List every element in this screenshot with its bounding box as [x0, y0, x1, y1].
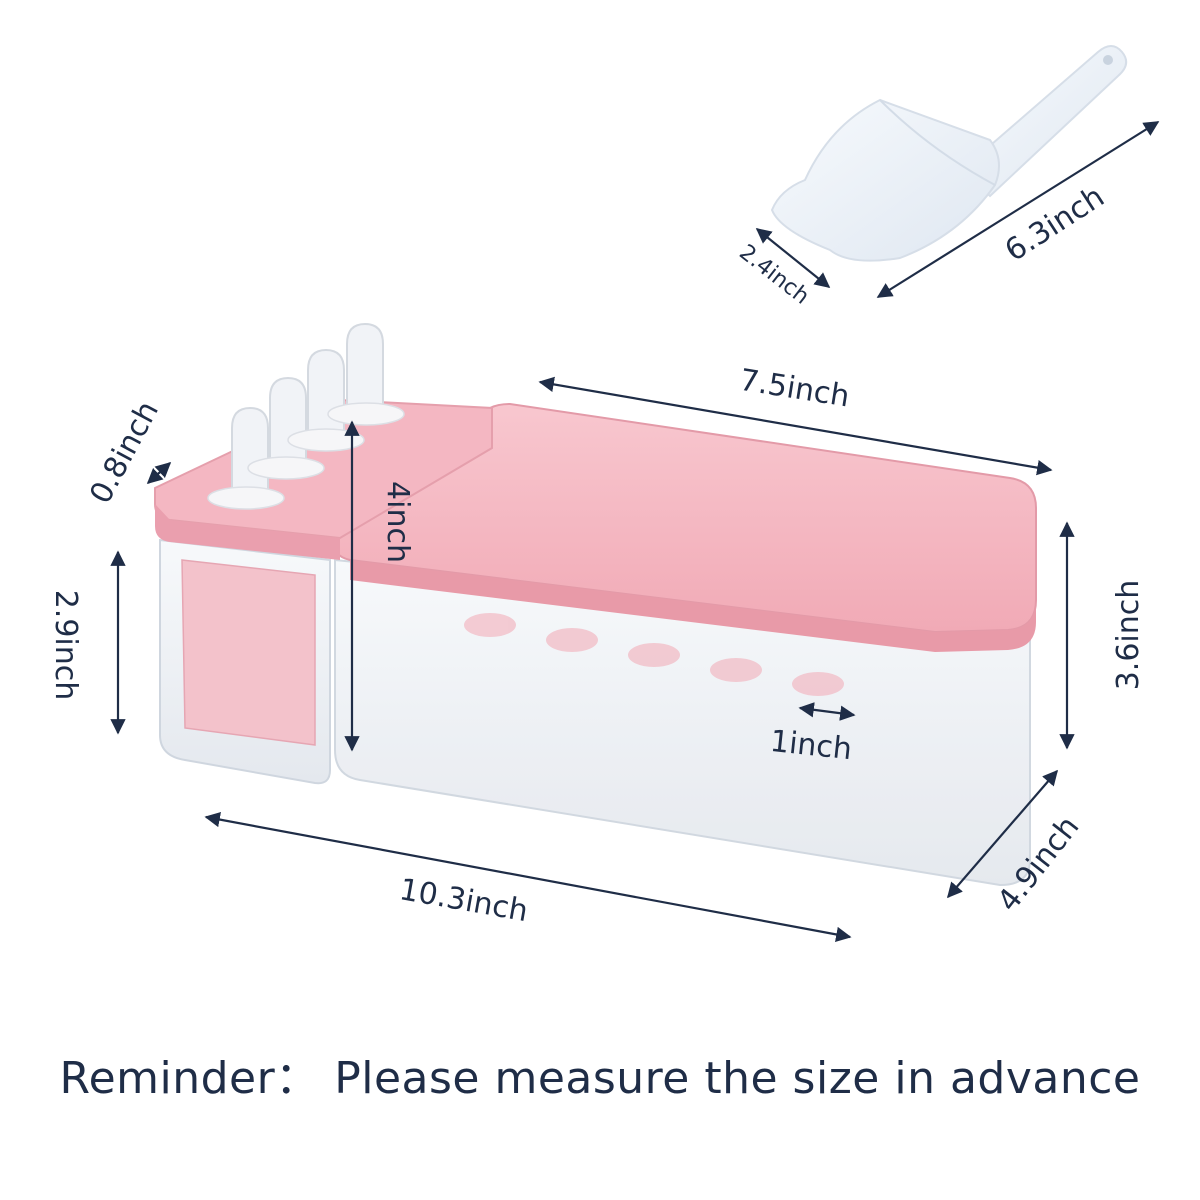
lid-length-label: 7.5inch	[737, 363, 852, 415]
mold-depth-label: 0.8inch	[83, 396, 166, 510]
mold-body-height-label: 2.9inch	[48, 590, 83, 701]
scoop-width-label: 2.4inch	[734, 240, 813, 310]
scoop-length-label: 6.3inch	[999, 179, 1111, 269]
box-length-label: 10.3inch	[397, 872, 531, 929]
reminder-text: Reminder： Please measure the size in adv…	[59, 1053, 1141, 1104]
mold-depth-arrow	[146, 461, 172, 485]
box-height-label: 3.6inch	[1111, 580, 1146, 691]
popsicle-mold-icon	[154, 322, 493, 785]
scoop-width-arrow	[755, 228, 831, 288]
box-length-arrow	[204, 811, 852, 943]
lid-length-arrow	[538, 376, 1053, 476]
cube-width-arrow	[798, 702, 856, 721]
box-width-arrow	[946, 769, 1059, 899]
dimension-arrows	[110, 121, 1160, 943]
cube-width-label: 1inch	[768, 724, 853, 767]
mold-height-label: 4inch	[380, 481, 415, 563]
scoop-length-arrow	[876, 121, 1160, 298]
